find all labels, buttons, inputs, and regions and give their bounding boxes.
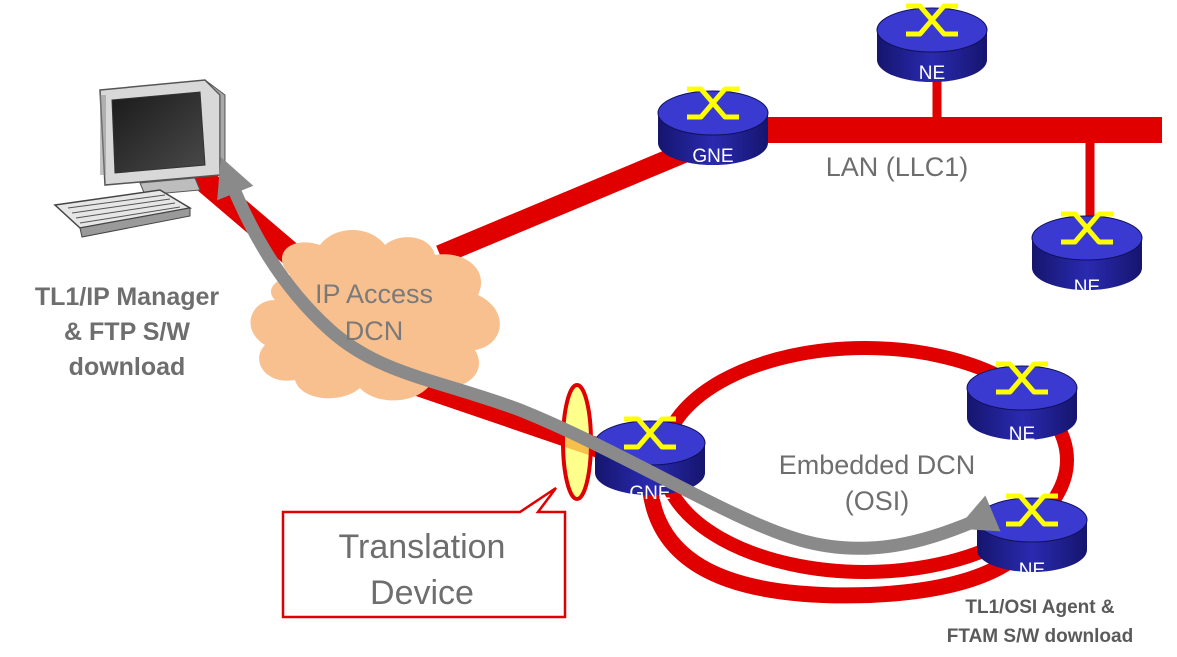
cloud-label-line2: DCN [345, 316, 404, 346]
node-label: NE [1074, 277, 1100, 298]
manager-label-line3: download [69, 353, 186, 381]
manager-label-line2: & FTP S/W [64, 318, 190, 346]
node-label: NE [1009, 424, 1035, 445]
embedded-dcn-label-line2: (OSI) [845, 486, 910, 516]
embedded-dcn-label-line1: Embedded DCN [779, 450, 976, 480]
router-gne-top[interactable]: GNE [658, 89, 768, 167]
agent-label-line2: FTAM S/W download [947, 626, 1133, 647]
flow-arrow [217, 156, 1001, 555]
router-ne-top[interactable]: NE [877, 6, 987, 84]
translation-callout: Translation Device [281, 486, 567, 619]
node-label: NE [919, 63, 945, 84]
cloud-label-line1: IP Access [315, 279, 433, 309]
manager-label-line1: TL1/IP Manager [35, 283, 220, 311]
router-ne-ring-bottom[interactable]: NE [977, 496, 1087, 581]
computer-icon [53, 79, 226, 238]
node-label: GNE [692, 146, 733, 167]
agent-label-line1: TL1/OSI Agent & [965, 597, 1114, 618]
translation-label-line2: Device [370, 574, 474, 612]
lan-label: LAN (LLC1) [826, 152, 969, 182]
node-label: NE [1019, 560, 1045, 581]
router-ne-right[interactable]: NE [1032, 214, 1142, 298]
translation-label-line1: Translation [339, 528, 506, 566]
router-ne-ring-top[interactable]: NE [967, 364, 1077, 445]
